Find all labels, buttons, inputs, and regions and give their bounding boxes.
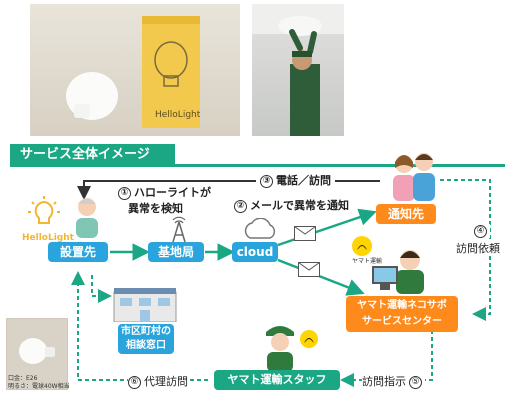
yamato-service-center-label: ヤマト運輸ネコサポ サービスセンター — [346, 296, 458, 332]
step-2-number: ② — [234, 199, 247, 213]
mail-icon — [298, 262, 320, 277]
step-1-number: ① — [118, 186, 131, 200]
box-logo-text: HelloLight — [155, 110, 201, 120]
step-5-text: 訪問指示 — [362, 375, 406, 388]
cloud-label: cloud — [232, 242, 278, 262]
hellolight-logo-text: HelloLight — [22, 233, 74, 243]
city-line-1: 市区町村の — [121, 326, 171, 337]
step-6-text: 代理訪問 — [144, 375, 188, 388]
step-1-line-2: 異常を検知 — [128, 202, 183, 215]
cloud-icon — [240, 217, 280, 240]
step-4-text: 訪問依頼 — [456, 240, 500, 256]
section-divider — [10, 164, 505, 167]
city-office-building-icon — [112, 286, 178, 323]
section-title: サービス全体イメージ — [10, 144, 175, 166]
mail-icon — [294, 226, 316, 241]
step-2-text: メールで異常を通知 — [250, 199, 349, 212]
city-line-2: 相談窓口 — [126, 340, 166, 351]
yamato-cat-logo-icon — [300, 330, 318, 348]
caption-line-2: 明るさ：電球40W相当 — [8, 383, 70, 390]
elderly-person-icon — [70, 196, 104, 238]
product-photo: HelloLight — [30, 4, 240, 136]
base-station-label: 基地局 — [148, 242, 204, 262]
step-3-text: 電話／訪問 — [276, 174, 331, 187]
product-thumbnail — [6, 318, 68, 390]
installation-photo — [252, 4, 344, 136]
step-5-number: ⑤ — [409, 375, 422, 389]
hellolight-bulb-icon — [22, 194, 66, 238]
yamato-staff-icon — [258, 322, 302, 372]
step-3-number: ③ — [260, 174, 273, 188]
step-4-circle: ④ — [474, 224, 487, 238]
yamato-badge-text: ヤマト運輸 — [352, 258, 383, 265]
step-6-number: ⑥ — [128, 375, 141, 389]
setting-location-label: 設置先 — [48, 242, 108, 262]
step-1-text-1: ハローライトが — [134, 186, 211, 199]
antenna-icon — [168, 214, 190, 243]
operator-icon — [370, 246, 436, 294]
city-consultation-label: 市区町村の 相談窓口 — [118, 324, 174, 354]
yamato-staff-label: ヤマト運輸スタッフ — [214, 370, 340, 390]
center-line-2: サービスセンター — [362, 316, 442, 327]
notify-recipient-label: 通知先 — [376, 204, 436, 224]
caption-line-1: 口金：E26 — [8, 375, 38, 382]
thumbnail-caption: 口金：E26 明るさ：電球40W相当 — [8, 375, 70, 391]
center-line-1: ヤマト運輸ネコサポ — [357, 300, 447, 311]
family-icon — [388, 150, 440, 202]
yamato-cat-logo-icon — [352, 236, 372, 256]
step-4-number: ④ — [474, 224, 490, 238]
